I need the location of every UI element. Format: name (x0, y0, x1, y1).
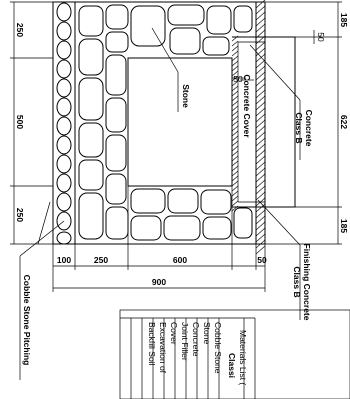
dim-right-middle: 622 (339, 115, 349, 129)
table-row: Concrete (191, 322, 201, 357)
cobble-stones (56, 2, 72, 245)
dim-bottom-100: 100 (57, 255, 71, 265)
dim-left-top: 250 (15, 23, 25, 37)
label-finishing-line2: Class B (292, 266, 302, 297)
table-header: Classi (227, 353, 237, 378)
dim-bottom-600: 600 (173, 255, 187, 265)
leader-lines (19, 27, 301, 380)
label-stone: Stone (181, 84, 191, 108)
dimension-labels: 250 500 250 185 622 185 100 250 600 50 9… (15, 13, 349, 287)
label-concrete-cover: Concrete Cover (242, 74, 252, 138)
table-row: Backfill Soil (147, 322, 157, 366)
dim-right-bottom: 185 (339, 219, 349, 233)
dim-total-900: 900 (152, 277, 166, 287)
masonry-stones (78, 4, 253, 241)
label-finishing-line1: Finishing Concrete (302, 244, 312, 321)
dim-bottom-250: 250 (94, 255, 108, 265)
dim-50-inner: 50 (233, 74, 243, 84)
label-cobble-pitching: Cobble Stone Pitching (22, 275, 32, 366)
table-row: Cobble Stone (213, 322, 223, 374)
table-row: Cover (169, 322, 179, 345)
table-title: Materials List ( (238, 330, 248, 385)
materials-table: Materials List ( Classi Cobble Stone Sto… (119, 309, 350, 399)
dim-left-bottom: 250 (15, 208, 25, 222)
material-labels: Stone Concrete Cover Concrete Class B Fi… (22, 74, 314, 365)
dim-50-top: 50 (316, 32, 326, 42)
structure-outline (52, 1, 296, 245)
dimension-lines (10, 1, 342, 292)
dim-bottom-50: 50 (257, 255, 267, 265)
dim-right-top: 185 (339, 13, 349, 27)
label-concrete-line2: Class B (294, 112, 304, 143)
table-row: Stone (202, 322, 212, 344)
label-concrete-line1: Concrete (304, 110, 314, 147)
table-row: Excavation of (158, 322, 168, 374)
wall-hatching (231, 0, 266, 255)
dim-left-middle: 500 (15, 115, 25, 129)
table-row: Joint Filler (180, 322, 190, 361)
